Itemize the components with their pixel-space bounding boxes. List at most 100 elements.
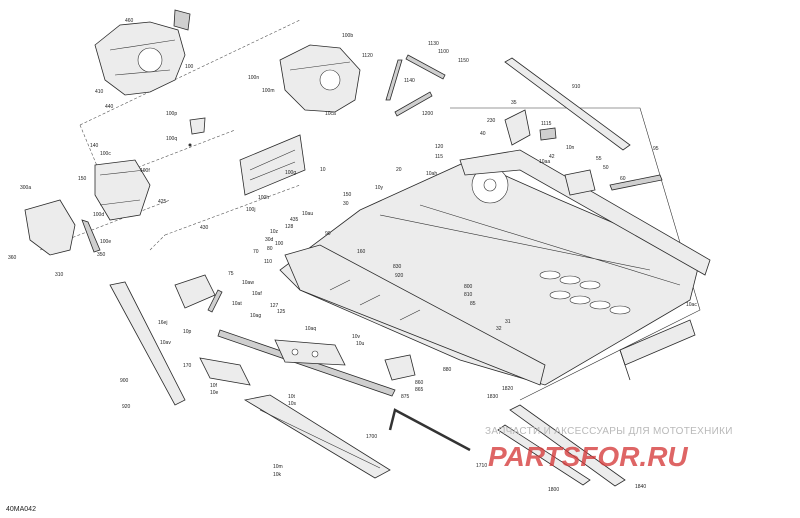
label-800: 800 bbox=[464, 284, 473, 290]
front-bracket-75[interactable] bbox=[174, 274, 223, 313]
label-60: 60 bbox=[620, 176, 626, 182]
label-100p: 100p bbox=[166, 111, 177, 117]
label-100f: 100f bbox=[140, 168, 150, 174]
left-long-bar[interactable] bbox=[109, 281, 186, 406]
diagram-code: 40MA042 bbox=[6, 506, 36, 513]
label-50: 50 bbox=[603, 165, 609, 171]
label-875: 875 bbox=[401, 394, 410, 400]
label-920b: 920 bbox=[395, 273, 404, 279]
label-100h: 100h bbox=[258, 195, 269, 201]
label-100n: 100n bbox=[248, 75, 259, 81]
label-10at: 10at bbox=[232, 301, 242, 307]
main-tunnel-chassis[interactable] bbox=[279, 159, 701, 386]
label-10ac: 10ac bbox=[686, 302, 697, 308]
label-860: 860 bbox=[415, 380, 424, 386]
label-1115: 1115 bbox=[541, 121, 552, 127]
label-10aw: 10aw bbox=[242, 280, 254, 286]
rear-crossmember[interactable] bbox=[619, 319, 696, 381]
label-10s: 10s bbox=[288, 401, 297, 407]
label-10f: 10f bbox=[210, 383, 218, 389]
label-1800: 1800 bbox=[548, 487, 559, 493]
label-150: 150 bbox=[78, 176, 87, 182]
label-100c: 100c bbox=[100, 151, 111, 157]
left-mid-bracket[interactable] bbox=[94, 159, 151, 221]
label-10au: 10au bbox=[302, 211, 313, 217]
label-30d: 30d bbox=[265, 237, 274, 243]
label-1130: 1130 bbox=[428, 41, 439, 47]
label-810: 810 bbox=[464, 292, 473, 298]
label-115: 115 bbox=[435, 154, 443, 160]
label-31: 31 bbox=[505, 319, 511, 325]
label-40: 40 bbox=[480, 131, 486, 137]
label-10y: 10y bbox=[375, 185, 384, 191]
label-120: 120 bbox=[435, 144, 444, 150]
label-350: 350 bbox=[97, 252, 106, 258]
small-bracket-35[interactable] bbox=[504, 109, 557, 146]
label-1140: 1140 bbox=[404, 78, 415, 84]
rod-set[interactable] bbox=[385, 54, 446, 117]
label-900: 900 bbox=[120, 378, 129, 384]
upper-bracket-assembly[interactable] bbox=[279, 44, 361, 113]
label-10p: 10p bbox=[183, 329, 192, 335]
left-side-bracket[interactable] bbox=[24, 199, 101, 256]
brace-plate-10v[interactable] bbox=[274, 339, 346, 366]
label-20: 20 bbox=[396, 167, 402, 173]
label-1700: 1700 bbox=[366, 434, 377, 440]
small-bracket-55[interactable] bbox=[564, 169, 663, 196]
small-cover-plate[interactable] bbox=[188, 117, 206, 147]
footrest-bracket[interactable] bbox=[199, 357, 251, 386]
label-1830: 1830 bbox=[487, 394, 498, 400]
label-42: 42 bbox=[549, 154, 555, 160]
steering-support-frame[interactable] bbox=[94, 9, 191, 96]
label-100g: 100g bbox=[285, 170, 296, 176]
label-170: 170 bbox=[183, 363, 192, 369]
label-435: 435 bbox=[290, 217, 299, 223]
label-310: 310 bbox=[55, 272, 64, 278]
label-10ca: 10ca bbox=[325, 111, 336, 117]
label-110: 110 bbox=[264, 259, 272, 265]
label-100m: 100m bbox=[262, 88, 275, 94]
label-880: 880 bbox=[443, 367, 452, 373]
side-panel-100g[interactable] bbox=[239, 134, 306, 196]
label-1710: 1710 bbox=[476, 463, 487, 469]
label-90: 90 bbox=[325, 231, 331, 237]
tunnel-cutouts bbox=[539, 270, 631, 315]
label-32: 32 bbox=[496, 326, 502, 332]
left-frame-rail[interactable] bbox=[284, 244, 546, 386]
label-100j: 100j bbox=[246, 207, 255, 213]
label-16ej: 16ej bbox=[158, 320, 167, 326]
label-1820: 1820 bbox=[502, 386, 513, 392]
label-410: 410 bbox=[95, 89, 104, 95]
label-1100: 1100 bbox=[438, 49, 449, 55]
label-230: 230 bbox=[487, 118, 496, 124]
label-150b: 150 bbox=[343, 192, 352, 198]
label-1200: 1200 bbox=[422, 111, 433, 117]
label-10n: 10n bbox=[566, 145, 575, 151]
bottom-runner-right[interactable] bbox=[497, 404, 626, 487]
front-bumper-bar[interactable] bbox=[504, 57, 631, 151]
part-labels: 460 100 410 440 100b 100n 100m 10ca 1120… bbox=[8, 18, 697, 493]
right-side-rail[interactable] bbox=[459, 149, 711, 276]
label-35: 35 bbox=[511, 100, 517, 106]
label-128: 128 bbox=[285, 224, 294, 230]
bottom-running-board[interactable] bbox=[243, 394, 391, 479]
label-10m: 10m bbox=[273, 464, 283, 470]
label-910: 910 bbox=[572, 84, 581, 90]
label-10af: 10af bbox=[252, 291, 262, 297]
watermark-tagline: ЗАПЧАСТИ И АКСЕССУАРЫ ДЛЯ МОТОТЕХНИКИ bbox=[485, 426, 733, 437]
label-85: 85 bbox=[470, 301, 476, 307]
label-127: 127 bbox=[270, 303, 279, 309]
label-1840: 1840 bbox=[635, 484, 646, 490]
label-75: 75 bbox=[228, 271, 234, 277]
label-10av: 10av bbox=[160, 340, 171, 346]
label-95: 95 bbox=[653, 146, 659, 152]
label-430: 430 bbox=[200, 225, 209, 231]
label-360: 360 bbox=[8, 255, 17, 261]
label-1120: 1120 bbox=[362, 53, 373, 59]
label-425: 425 bbox=[158, 199, 167, 205]
bent-rod-1700[interactable] bbox=[388, 408, 471, 452]
label-10aq: 10aq bbox=[305, 326, 316, 332]
watermark: ЗАПЧАСТИ И АКСЕССУАРЫ ДЛЯ МОТОТЕХНИКИ PA… bbox=[485, 426, 733, 472]
bracket-880[interactable] bbox=[384, 354, 416, 381]
